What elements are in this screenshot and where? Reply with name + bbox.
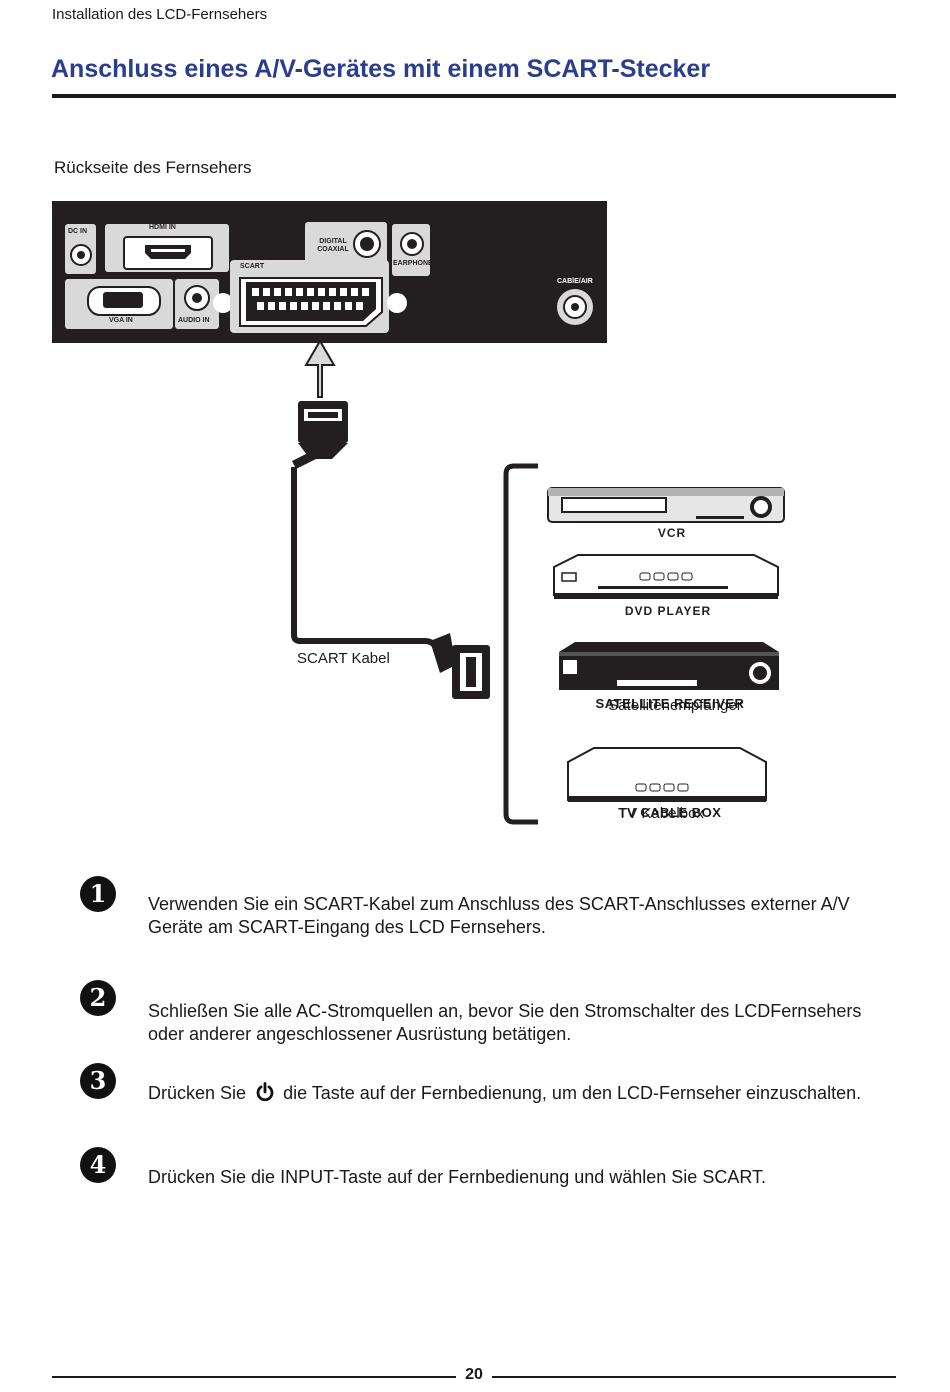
screw-left	[213, 293, 233, 313]
tv-back-label: Rückseite des Fernsehers	[54, 158, 252, 177]
vga-connector-icon	[87, 286, 161, 316]
cable-box-overlay: TV Kabelbox	[618, 805, 704, 822]
audio-in-label: AUDIO IN	[178, 317, 210, 324]
dvd-player-icon	[553, 554, 779, 599]
vcr-device-icon	[547, 487, 785, 523]
earphone-jack-icon	[400, 232, 424, 256]
satellite-receiver-overlay: Satellitenempfänger	[608, 697, 742, 714]
scart-connector-icon	[239, 277, 383, 327]
footer-rule-left	[52, 1376, 456, 1378]
step-text: Drücken Sie die Taste auf der Fernbedien…	[148, 1082, 868, 1105]
cable-box-label: TV CABLE BOX	[618, 805, 722, 820]
step-number: 2	[80, 980, 116, 1016]
step-number: 1	[80, 876, 116, 912]
step-text: Verwenden Sie ein SCART-Kabel zum Anschl…	[148, 894, 850, 937]
running-header: Installation des LCD-Fernsehers	[52, 6, 268, 23]
step-text-after: die Taste auf der Fernbedienung, um den …	[283, 1083, 862, 1103]
vga-label: VGA IN	[109, 317, 133, 324]
dc-jack-icon	[70, 244, 92, 266]
step-text: Drücken Sie die INPUT-Taste auf der Fern…	[148, 1167, 767, 1187]
hdmi-connector-icon	[123, 236, 213, 270]
dc-in-port: DC IN	[65, 224, 96, 274]
power-icon	[256, 1082, 274, 1102]
hdmi-label: HDMI IN	[149, 224, 176, 231]
arrow-up-icon	[304, 339, 336, 398]
page-number: 20	[465, 1366, 483, 1383]
digital-coaxial-label: DIGITAL COAXIAL	[317, 238, 349, 253]
screw-right	[387, 293, 407, 313]
step-number: 4	[80, 1147, 116, 1183]
device-bracket	[503, 463, 538, 825]
hdmi-port: HDMI IN	[105, 224, 229, 272]
tv-back-panel: DC IN HDMI IN DIGITAL COAXIAL EARPHONE	[52, 201, 607, 343]
step-text: Schließen Sie alle AC-Stromquellen an, b…	[148, 1001, 862, 1044]
digital-coaxial-port: DIGITAL COAXIAL	[305, 222, 387, 266]
satellite-receiver-icon	[559, 642, 779, 690]
satellite-receiver-label: SATELLITE RECEIVER	[595, 696, 745, 711]
title-rule	[52, 94, 896, 98]
page-title: Anschluss eines A/V-Gerätes mit einem SC…	[51, 55, 711, 83]
audio-jack-icon	[184, 285, 210, 311]
dc-in-label: DC IN	[68, 228, 88, 235]
earphone-port: EARPHONE	[392, 224, 433, 276]
step-text-before: Drücken Sie	[148, 1083, 247, 1103]
audio-in-port: AUDIO IN	[175, 279, 219, 329]
earphone-label: EARPHONE	[393, 260, 433, 267]
scart-label: SCART	[240, 263, 265, 270]
cable-air-jack-icon	[557, 289, 593, 325]
cable-air-label: CABlE/AIR	[557, 278, 593, 285]
coaxial-jack-icon	[353, 230, 381, 258]
vcr-label: VCR	[657, 526, 687, 540]
cable-label: SCART Kabel	[297, 650, 390, 667]
footer-rule-right	[492, 1376, 896, 1378]
scart-cable-diagram	[291, 339, 490, 699]
vga-port: VGA IN	[65, 279, 173, 329]
dvd-player-label: DVD PLAYER	[624, 604, 712, 618]
cable-box-icon	[567, 747, 767, 802]
step-number: 3	[80, 1063, 116, 1099]
scart-port: SCART	[230, 260, 389, 333]
